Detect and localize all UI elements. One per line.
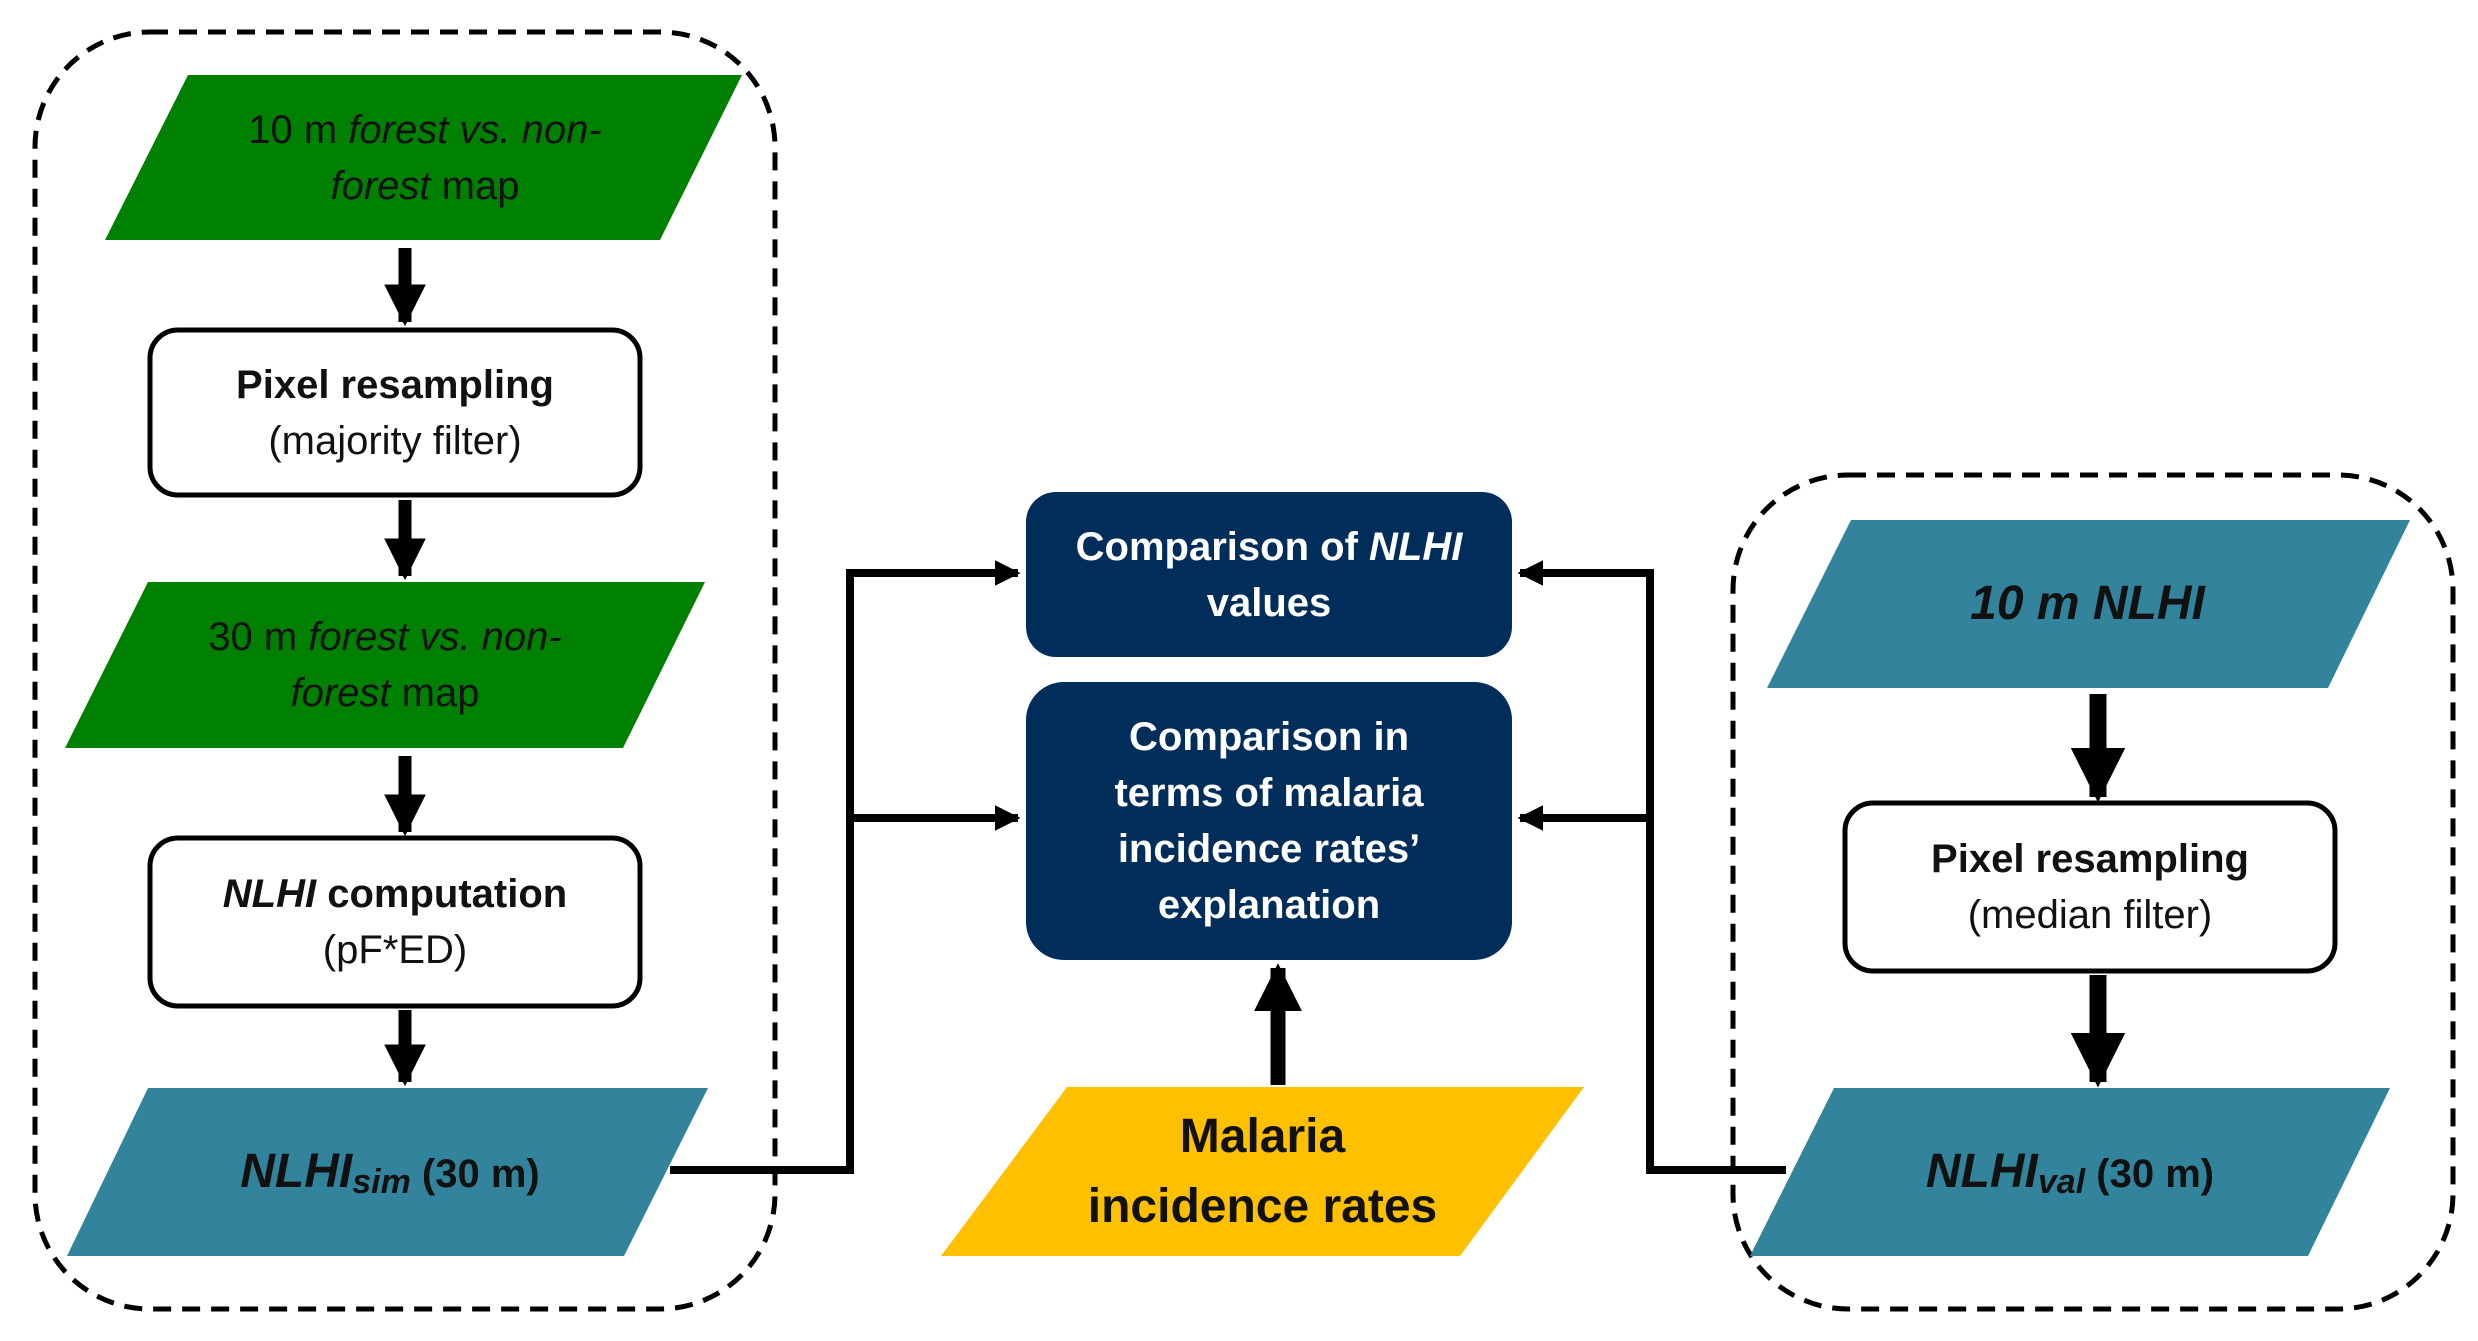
resample-majority-title: Pixel resampling <box>236 362 554 407</box>
resample-median-title: Pixel resampling <box>1931 837 2249 881</box>
connector-val-to-center <box>1646 573 1786 1174</box>
nlhi-val-main: NLHI <box>1925 1144 2038 1198</box>
nlhi-sim-resolution: (30 m) <box>410 1151 540 1196</box>
input-forest-map-10m-shape <box>105 75 742 240</box>
comparison-malaria-label: Comparison in terms of malaria incidence… <box>1026 682 1512 960</box>
pixel-resampling-majority-label: Pixel resampling (majority filter) <box>152 332 638 493</box>
cmp-malaria-line4: explanation <box>1157 883 1381 927</box>
input-map-class-text: forest vs. non- <box>348 108 602 152</box>
input-nlhi-10m-shape <box>1767 520 2410 688</box>
input-forest-map-10m-label: 10 m forest vs. non- forest map <box>130 78 720 238</box>
compute-nlhi-text: NLHI <box>222 872 317 916</box>
compute-title-text: computation <box>316 872 568 916</box>
compute-formula: (pF*ED) <box>322 928 468 972</box>
nlhi-val-output-shape <box>1750 1088 2390 1256</box>
nlhi-sim-subscript: sim <box>352 1162 411 1201</box>
nlhi-val-subscript: val <box>2037 1162 2086 1201</box>
forest-map-30m-label: 30 m forest vs. non- forest map <box>90 585 680 745</box>
nlhi-sim-output-shape <box>67 1088 708 1256</box>
right-group-container <box>1730 472 2456 1312</box>
pixel-resampling-median-box <box>1842 800 2338 974</box>
nlhi-val-resolution: (30 m) <box>2085 1151 2215 1196</box>
map30-suffix: map <box>390 671 480 715</box>
resample-majority-sub: (majority filter) <box>268 418 522 463</box>
malaria-line2: incidence rates <box>1087 1180 1438 1233</box>
nlhi-computation-box <box>147 835 643 1009</box>
nlhi-val-output-label: NLHIval (30 m) <box>1790 1090 2350 1254</box>
forest-map-30m-shape <box>65 582 705 748</box>
cmp-values-line2: values <box>1206 580 1332 625</box>
resample-median-sub: (median filter) <box>1967 893 2213 937</box>
input-map-forest-text: forest <box>330 164 431 208</box>
cmp-values-line1: Comparison of <box>1075 524 1369 569</box>
connector-sim-to-center <box>670 573 854 1174</box>
comparison-values-label: Comparison of NLHI values <box>1026 492 1512 657</box>
nlhi-10m-text: 10 m NLHI <box>1970 577 2205 631</box>
malaria-incidence-label: Malaria incidence rates <box>990 1090 1535 1254</box>
map30-forest-text: forest <box>290 671 391 715</box>
cmp-malaria-line3: incidence rates’ <box>1117 827 1421 871</box>
pixel-resampling-median-label: Pixel resampling (median filter) <box>1847 805 2333 969</box>
cmp-malaria-line2: terms of malaria <box>1114 771 1424 815</box>
nlhi-sim-main: NLHI <box>240 1144 353 1198</box>
input-nlhi-10m-label: 10 m NLHI <box>1800 522 2375 686</box>
nlhi-sim-output-label: NLHIsim (30 m) <box>110 1090 670 1254</box>
input-map-size: 10 m <box>248 108 349 152</box>
malaria-incidence-shape <box>941 1087 1584 1256</box>
cmp-values-nlhi: NLHI <box>1369 524 1463 569</box>
input-map-suffix: map <box>430 164 520 208</box>
comparison-values-box <box>1026 492 1512 657</box>
map30-class-text: forest vs. non- <box>308 615 562 659</box>
nlhi-computation-label: NLHI computation (pF*ED) <box>152 840 638 1004</box>
map30-size: 30 m <box>208 615 309 659</box>
pixel-resampling-majority-box <box>147 327 643 498</box>
malaria-line1: Malaria <box>1179 1110 1346 1164</box>
comparison-malaria-box <box>1026 682 1512 960</box>
cmp-malaria-line1: Comparison in <box>1128 715 1410 759</box>
